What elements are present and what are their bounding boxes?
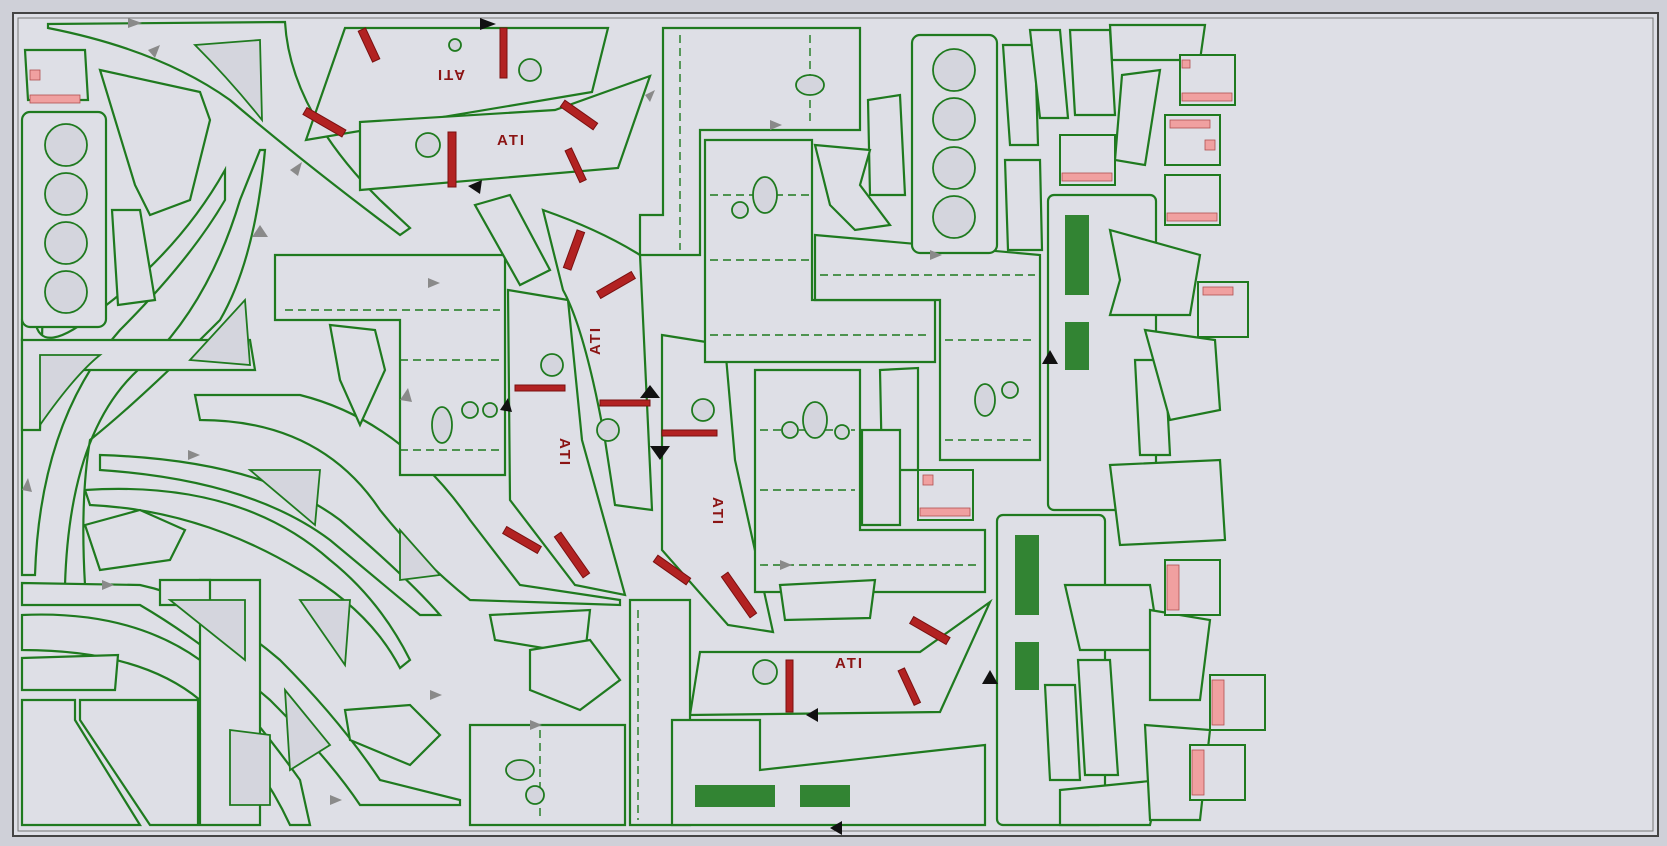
dashed-plate-top-center[interactable]	[638, 26, 862, 257]
ati-plate-6[interactable]: ATI	[688, 598, 993, 717]
small-strut-mid-1[interactable]	[473, 193, 552, 287]
ati-plate-3[interactable]: ATI	[501, 288, 627, 597]
ati-label-4: ATI	[587, 326, 604, 355]
head-gasket-left[interactable]	[20, 110, 108, 329]
rail-triangle-holes	[39, 39, 442, 806]
dashed-plate-lower-center[interactable]	[753, 368, 987, 594]
ati-plate-5[interactable]: ATI	[652, 333, 775, 634]
ati-plate-2[interactable]: ATI	[358, 74, 652, 192]
chip-part-topleft[interactable]	[23, 48, 90, 102]
ati-label-5: ATI	[709, 497, 726, 526]
ati-plate-4[interactable]: ATI	[541, 208, 654, 512]
small-strut-left[interactable]	[110, 208, 157, 307]
ati-label-1: ATI	[436, 66, 465, 83]
bracket-bottom-left[interactable]	[20, 653, 200, 827]
dashed-plate-bottom-2[interactable]	[468, 723, 627, 827]
triangle-arrow-icon	[22, 18, 942, 805]
grilled-plate-bottom[interactable]	[670, 718, 987, 827]
ati-label-6: ATI	[835, 655, 864, 672]
ati-label-3: ATI	[556, 438, 573, 467]
black-arrow-icon	[468, 18, 1058, 835]
head-gasket-right[interactable]	[910, 33, 999, 255]
dashed-plate-center-right[interactable]	[813, 233, 1042, 462]
chip-parts[interactable]	[29, 54, 1266, 801]
ati-label-2: ATI	[497, 132, 526, 149]
ati-plate-1[interactable]: ATI	[302, 26, 610, 142]
irregular-plate-topleft[interactable]	[98, 68, 212, 217]
